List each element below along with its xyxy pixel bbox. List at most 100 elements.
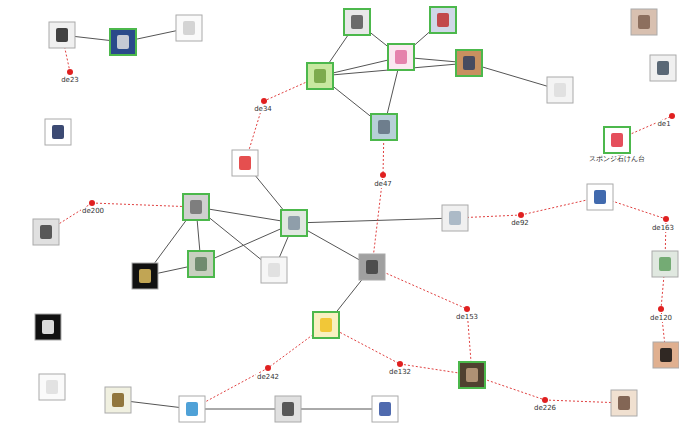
thumbnail-content bbox=[554, 83, 566, 97]
dotted-link bbox=[372, 175, 383, 267]
thumbnail bbox=[33, 219, 59, 245]
thumbnail-content bbox=[594, 190, 606, 204]
thumbnail bbox=[35, 314, 61, 340]
thumbnail-content bbox=[112, 393, 124, 407]
thumbnail-content bbox=[351, 15, 363, 29]
dot-label: de120 bbox=[649, 314, 673, 322]
thumbnail bbox=[281, 210, 307, 236]
link-dot bbox=[261, 98, 267, 104]
link-dot bbox=[518, 212, 524, 218]
thumbnail-content bbox=[40, 225, 52, 239]
thumbnail-content bbox=[379, 402, 391, 416]
thumbnail-content bbox=[378, 120, 390, 134]
dot-label: de34 bbox=[253, 105, 273, 113]
thumbnail bbox=[359, 254, 385, 280]
thumbnail bbox=[442, 205, 468, 231]
thumbnail bbox=[388, 44, 414, 70]
thumbnail-content bbox=[42, 320, 54, 334]
thumbnail bbox=[313, 312, 339, 338]
thumbnail-content bbox=[183, 21, 195, 35]
thumbnail-content bbox=[282, 402, 294, 416]
thumbnail bbox=[183, 194, 209, 220]
thumbnail bbox=[372, 396, 398, 422]
link-dot bbox=[658, 306, 664, 312]
link-line bbox=[192, 409, 288, 410]
link-dot bbox=[669, 113, 675, 119]
dot-label: de153 bbox=[455, 313, 479, 321]
thumbnail bbox=[45, 119, 71, 145]
thumbnail-content bbox=[657, 61, 669, 75]
thumbnail bbox=[105, 387, 131, 413]
link-dot bbox=[663, 216, 669, 222]
thumbnail bbox=[275, 396, 301, 422]
thumbnail-content bbox=[449, 211, 461, 225]
link-dot bbox=[67, 69, 73, 75]
thumbnail bbox=[587, 184, 613, 210]
link-line bbox=[288, 409, 385, 410]
thumbnail bbox=[631, 9, 657, 35]
thumbnail-content bbox=[314, 69, 326, 83]
thumbnail bbox=[232, 150, 258, 176]
thumbnail-content bbox=[395, 50, 407, 64]
link-line bbox=[196, 207, 294, 223]
thumbnail bbox=[430, 7, 456, 33]
thumbnail-content bbox=[288, 216, 300, 230]
link-line bbox=[294, 218, 455, 223]
thumbnail-content bbox=[618, 396, 630, 410]
link-dot bbox=[265, 365, 271, 371]
thumbnail bbox=[176, 15, 202, 41]
thumbnail bbox=[179, 396, 205, 422]
thumbnail bbox=[604, 127, 630, 153]
dotted-link bbox=[372, 267, 467, 309]
thumbnail bbox=[547, 77, 573, 103]
thumbnail-content bbox=[638, 15, 650, 29]
thumbnail bbox=[653, 342, 679, 368]
thumbnail-content bbox=[437, 13, 449, 27]
thumbnail bbox=[307, 63, 333, 89]
thumbnail bbox=[110, 29, 136, 55]
thumbnail-caption: スポンジ石けん台 bbox=[589, 155, 645, 163]
thumbnail bbox=[371, 114, 397, 140]
thumbnail-content bbox=[139, 269, 151, 283]
thumbnail bbox=[611, 390, 637, 416]
thumbnail bbox=[650, 55, 676, 81]
thumbnail-content bbox=[463, 56, 475, 70]
dot-label: de47 bbox=[373, 180, 393, 188]
link-dot bbox=[89, 200, 95, 206]
link-dot bbox=[380, 172, 386, 178]
thumbnail-content bbox=[186, 402, 198, 416]
thumbnail bbox=[459, 362, 485, 388]
dot-label: de23 bbox=[60, 76, 80, 84]
dot-label: de226 bbox=[533, 404, 557, 412]
dot-label: de92 bbox=[510, 219, 530, 227]
thumbnail bbox=[39, 374, 65, 400]
thumbnail-content bbox=[660, 348, 672, 362]
thumbnail-content bbox=[190, 200, 202, 214]
thumbnail-content bbox=[659, 257, 671, 271]
thumbnail-content bbox=[611, 133, 623, 147]
dot-label: de242 bbox=[256, 373, 280, 381]
thumbnail bbox=[652, 251, 678, 277]
thumbnail-content bbox=[366, 260, 378, 274]
thumbnail-content bbox=[466, 368, 478, 382]
thumbnail-content bbox=[117, 35, 129, 49]
link-dot bbox=[464, 306, 470, 312]
dot-label: de1 bbox=[656, 120, 671, 128]
thumbnail bbox=[344, 9, 370, 35]
dotted-link bbox=[92, 203, 196, 207]
thumbnail-content bbox=[320, 318, 332, 332]
thumbnail-content bbox=[195, 257, 207, 271]
link-dot bbox=[542, 397, 548, 403]
caption-text: スポンジ石けん台 bbox=[589, 155, 645, 163]
dot-label: de132 bbox=[388, 368, 412, 376]
thumbnail bbox=[456, 50, 482, 76]
thumbnail-content bbox=[56, 28, 68, 42]
thumbnail-content bbox=[46, 380, 58, 394]
thumbnail-content bbox=[268, 263, 280, 277]
thumbnail-content bbox=[239, 156, 251, 170]
thumbnail-content bbox=[52, 125, 64, 139]
dot-label: de163 bbox=[651, 224, 675, 232]
thumbnail bbox=[188, 251, 214, 277]
thumbnail bbox=[261, 257, 287, 283]
thumbnail bbox=[132, 263, 158, 289]
